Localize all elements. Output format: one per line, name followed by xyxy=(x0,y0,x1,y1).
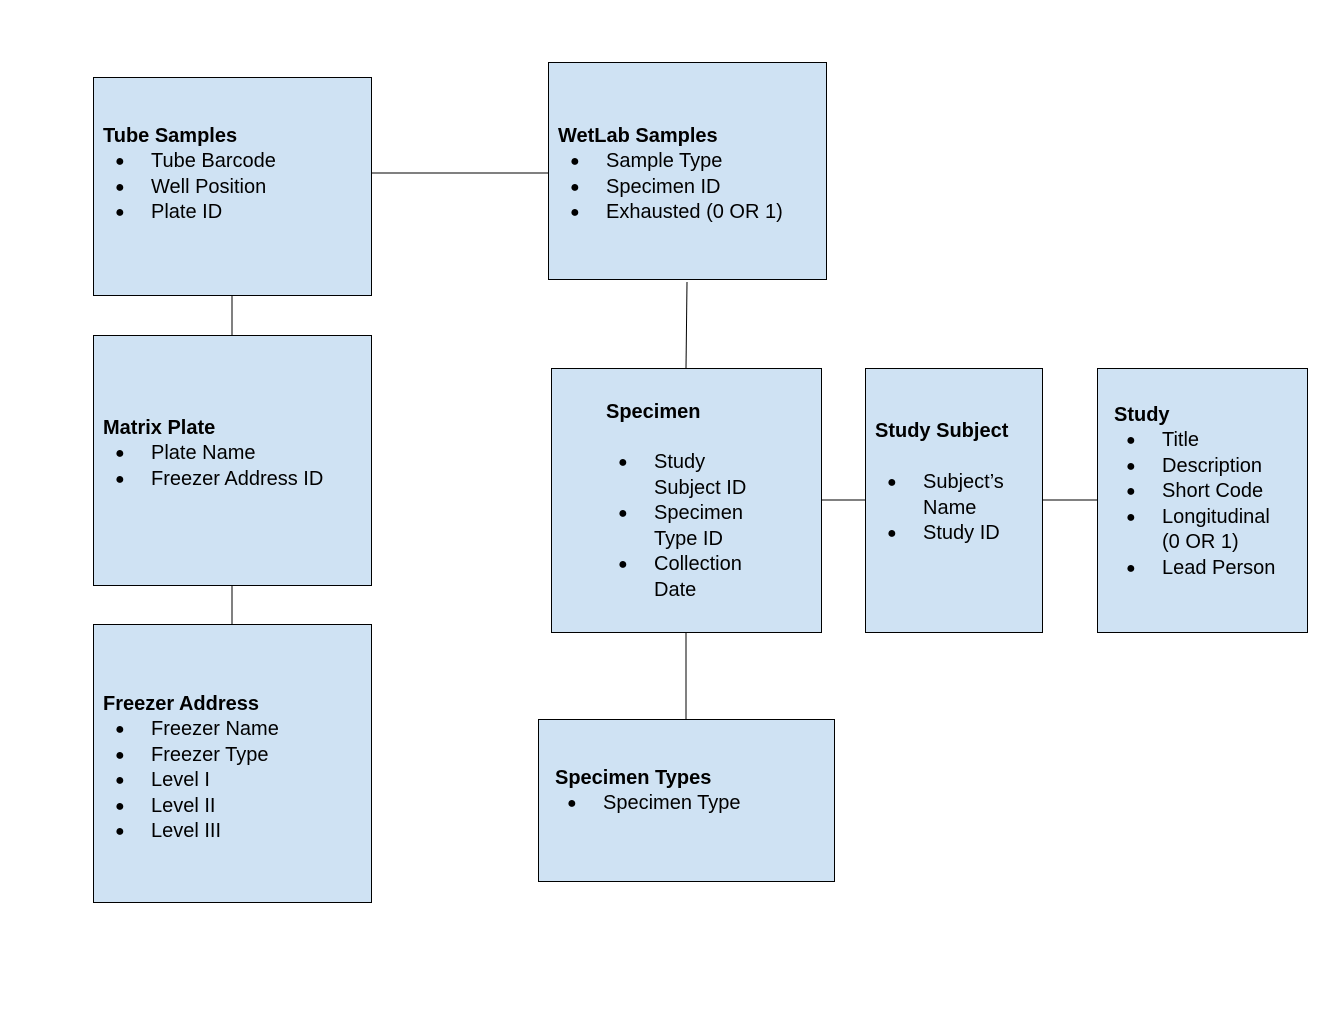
field-item: ● Plate ID xyxy=(103,200,276,226)
bullet-icon: ● xyxy=(115,823,125,840)
field-label: Level I xyxy=(151,769,210,791)
connector-wetlab-specimen xyxy=(685,281,688,369)
bullet-icon: ● xyxy=(115,772,125,789)
field-label: Sample Type xyxy=(606,150,723,172)
bullet-icon: ● xyxy=(570,178,580,196)
bullet-icon: ● xyxy=(115,746,125,764)
bullet-icon: ● xyxy=(1126,559,1136,577)
entity-freezer-address: Freezer Address ● Freezer Name ● Freezer Ty… xyxy=(93,624,372,903)
field-list: ● Sample Type ● Specimen ID ● Exhausted (0 OR… xyxy=(558,149,783,226)
field-label: Lead Person xyxy=(1162,556,1276,579)
bullet-icon: ● xyxy=(887,525,897,542)
field-item: ● Short Code xyxy=(1114,479,1275,505)
entity-title: Specimen Types xyxy=(555,767,712,789)
field-label: Level II xyxy=(151,794,216,817)
entity-title: WetLab Samples xyxy=(558,125,718,147)
field-item: ● Specimen Type ID xyxy=(606,501,746,552)
field-item: ● Exhausted (0 OR 1) xyxy=(558,200,783,226)
field-label: Specimen Type ID xyxy=(654,502,743,550)
bullet-icon: ● xyxy=(115,153,125,170)
field-item: ● Freezer Type xyxy=(103,743,279,769)
bullet-icon: ● xyxy=(618,454,628,471)
field-item: ● Freezer Name xyxy=(103,717,279,743)
field-item: ● Longitudinal (0 OR 1) xyxy=(1114,505,1275,556)
field-label: Freezer Type xyxy=(151,743,269,766)
field-label: Collection Date xyxy=(654,553,742,601)
entity-wetlab-samples: WetLab Samples ●Sample Type●Specimen ID●… xyxy=(548,62,827,280)
field-list: ● Study Subject ID ● Specimen Type ID ● Colle… xyxy=(606,450,746,603)
field-label: Plate ID xyxy=(151,201,223,223)
field-list: ● Title ● Description ● Short Code ● Longitudin… xyxy=(1114,428,1275,581)
field-item: ● Level III xyxy=(103,819,279,845)
bullet-icon: ● xyxy=(567,795,577,812)
entity-matrix-plate: Matrix Plate ● Plate Name ● Freezer Address… xyxy=(93,335,372,586)
field-item: ● Sample Type xyxy=(558,149,783,175)
bullet-icon: ● xyxy=(1126,432,1136,449)
entity-study-subject: Study Subject ● Subject’s Name ● Study ID xyxy=(865,368,1043,633)
bullet-icon: ● xyxy=(1126,457,1136,475)
field-item: ● Tube Barcode xyxy=(103,149,276,175)
field-label: Level III xyxy=(151,820,222,842)
field-item: ● Freezer Address ID xyxy=(103,467,323,493)
field-label: Study ID xyxy=(923,522,1000,544)
entity-tube-samples: Tube Samples ● Tube Barcode ● Well Position… xyxy=(93,77,372,296)
bullet-icon: ● xyxy=(115,797,125,815)
bullet-icon: ● xyxy=(115,178,125,196)
field-item: ● Level I xyxy=(103,768,279,794)
bullet-icon: ● xyxy=(115,445,125,462)
field-item: ● Level II xyxy=(103,794,279,820)
field-list: ● Plate Name ● Freezer Address ID xyxy=(103,441,323,492)
entity-specimen-types: Specimen Types ● Specimen Type xyxy=(538,719,835,882)
field-label: Specimen Type xyxy=(603,792,741,814)
field-label: Short Code xyxy=(1162,480,1264,502)
entity-title: Study Subject xyxy=(875,420,1009,442)
bullet-icon: ● xyxy=(618,505,628,522)
entity-title: Tube Samples xyxy=(103,125,238,147)
bullet-icon: ● xyxy=(115,721,125,738)
field-item: ● Title xyxy=(1114,428,1275,454)
entity-title: Study xyxy=(1114,404,1170,426)
field-list: ● Freezer Name ● Freezer Type ● Level I ● Level… xyxy=(103,717,279,845)
field-list: ● Tube Barcode ● Well Position ● Plate ID xyxy=(103,149,276,226)
field-item: ● Lead Person xyxy=(1114,556,1275,582)
entity-title: Specimen xyxy=(606,401,701,423)
field-label: Specimen ID xyxy=(606,175,721,198)
bullet-icon: ● xyxy=(618,556,628,573)
field-item: ● Study ID xyxy=(875,521,1004,547)
field-label: Longitudinal (0 OR 1) xyxy=(1162,505,1270,554)
field-item: ● Subject’s Name xyxy=(875,470,1004,521)
bullet-icon: ● xyxy=(1126,508,1136,526)
field-item: ● Study Subject ID xyxy=(606,450,746,501)
bullet-icon: ● xyxy=(115,470,125,488)
field-label: Freezer Address ID xyxy=(151,467,324,490)
field-item: ● Description xyxy=(1114,454,1275,480)
field-item: ● Plate Name xyxy=(103,441,323,467)
field-label: Tube Barcode xyxy=(151,150,276,172)
field-label: Freezer Name xyxy=(151,718,279,740)
bullet-icon: ● xyxy=(570,204,580,221)
field-label: Study Subject ID xyxy=(654,451,747,499)
field-item: ● Specimen Type xyxy=(555,791,741,817)
field-list: ● Subject’s Name ● Study ID xyxy=(875,470,1004,547)
field-item: ● Well Position xyxy=(103,175,276,201)
field-label: Title xyxy=(1162,429,1200,451)
field-label: Exhausted (0 OR 1) xyxy=(606,201,783,223)
field-label: Subject’s Name xyxy=(923,471,1004,519)
field-item: ● Specimen ID xyxy=(558,175,783,201)
entity-title: Freezer Address xyxy=(103,693,259,715)
entity-title: Matrix Plate xyxy=(103,417,216,439)
field-label: Plate Name xyxy=(151,442,256,464)
field-item: ● Collection Date xyxy=(606,552,746,603)
bullet-icon: ● xyxy=(1126,483,1136,500)
bullet-icon: ● xyxy=(570,153,580,170)
bullet-icon: ● xyxy=(115,204,125,221)
entity-study: Study ● Title ● Description ● Short Code ● Long… xyxy=(1097,368,1308,633)
field-label: Description xyxy=(1162,454,1263,477)
bullet-icon: ● xyxy=(887,474,897,491)
field-list: ● Specimen Type xyxy=(555,791,741,817)
entity-specimen: Specimen ● Study Subject ID ● Specimen Type… xyxy=(551,368,822,633)
field-label: Well Position xyxy=(151,175,267,198)
